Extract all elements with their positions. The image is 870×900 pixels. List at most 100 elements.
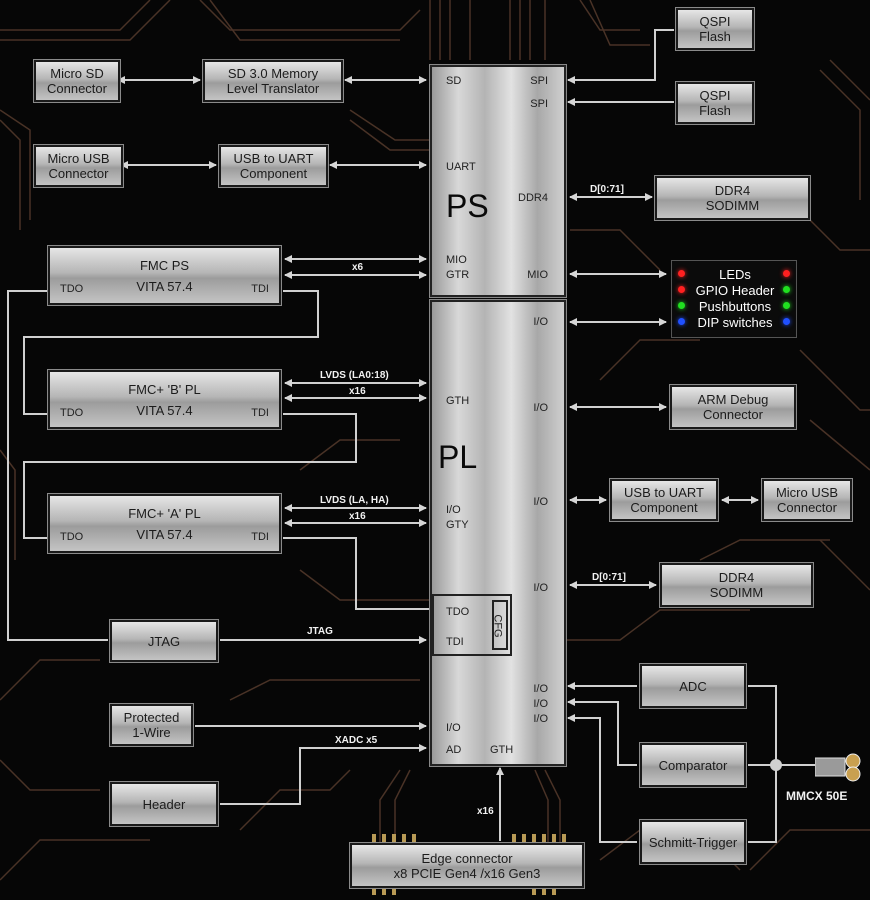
pin-tdi: TDI — [446, 636, 464, 648]
bus-label-jtag: JTAG — [307, 626, 333, 637]
pin-io-adc-1: I/O — [533, 683, 548, 695]
usb-uart-left-line2: Component — [239, 166, 308, 181]
pin-mio-left: MIO — [446, 254, 467, 266]
fmc-ps-block: FMC PS VITA 57.4 TDO TDI — [47, 245, 282, 306]
schmitt-trigger-block: Schmitt-Trigger — [639, 819, 747, 865]
fmc-b-block: FMC+ 'B' PL VITA 57.4 TDO TDI — [47, 369, 282, 430]
pin-io-adc-3: I/O — [533, 713, 548, 725]
usb-uart-right: USB to UART Component — [609, 478, 719, 522]
micro-sd-line2: Connector — [47, 81, 107, 96]
mmcx-label: MMCX 50E — [786, 789, 848, 803]
ddr4-sodimm-pl: DDR4 SODIMM — [659, 562, 814, 608]
onewire-block: Protected 1-Wire — [109, 703, 194, 747]
ps-block: SD SPI SPI UART PS DDR4 MIO GTR MIO — [429, 64, 567, 298]
red-led-icon — [678, 286, 685, 293]
fmc-b-tdi: TDI — [251, 407, 269, 419]
qspi-flash-1: QSPI Flash — [675, 7, 755, 51]
arm-debug-line2: Connector — [703, 407, 763, 422]
pin-ddr4: DDR4 — [518, 192, 548, 204]
pin-io-fmca: I/O — [446, 504, 461, 516]
pin-spi-1: SPI — [530, 75, 548, 87]
pin-gtr: GTR — [446, 269, 470, 281]
fmc-a-block: FMC+ 'A' PL VITA 57.4 TDO TDI — [47, 493, 282, 554]
bus-label-lvds-b: LVDS (LA0:18) — [320, 370, 389, 381]
bus-label-x16-b: x16 — [349, 386, 366, 397]
micro-usb-right-line1: Micro USB — [775, 485, 839, 500]
cfg-box: CFG — [492, 600, 508, 650]
bus-label-x16-a: x16 — [349, 511, 366, 522]
edge-connector-line1: Edge connector — [421, 850, 513, 866]
ddr4-sodimm-ps: DDR4 SODIMM — [654, 175, 811, 221]
pin-mio-right: MIO — [527, 269, 548, 281]
adc-label: ADC — [679, 678, 707, 694]
edge-connector-line2: x8 PCIE Gen4 /x16 Gen3 — [393, 865, 541, 881]
micro-usb-connector-left: Micro USB Connector — [33, 144, 124, 188]
pl-block: I/O GTH I/O PL I/O I/O GTY I/O TDO TDI C… — [429, 299, 567, 767]
blue-led-icon — [783, 318, 790, 325]
comparator-label: Comparator — [658, 757, 728, 773]
ps-label: PS — [446, 188, 489, 224]
pin-io-ddr: I/O — [533, 582, 548, 594]
ddr4-pl-line1: DDR4 — [718, 570, 755, 585]
pin-io-adc-2: I/O — [533, 698, 548, 710]
sd-level-translator: SD 3.0 Memory Level Translator — [202, 59, 344, 103]
pin-uart: UART — [446, 161, 476, 173]
comparator-block: Comparator — [639, 742, 747, 788]
pin-spi-2: SPI — [530, 98, 548, 110]
pin-tdo: TDO — [446, 606, 470, 618]
fmc-ps-title: FMC PS — [139, 257, 190, 273]
bus-label-d-ps: D[0:71] — [590, 184, 624, 195]
red-led-icon — [783, 270, 790, 277]
usb-uart-left: USB to UART Component — [218, 144, 329, 188]
fmc-b-std: VITA 57.4 — [136, 402, 193, 418]
edge-fingers — [372, 834, 566, 895]
qspi2-line2: Flash — [699, 103, 731, 118]
pin-io-usb: I/O — [533, 496, 548, 508]
mmcx-connector-icon — [815, 753, 861, 782]
onewire-line2: 1-Wire — [132, 725, 171, 740]
header-label: Header — [142, 796, 186, 812]
fmc-b-title: FMC+ 'B' PL — [128, 381, 201, 397]
fmc-a-title: FMC+ 'A' PL — [128, 505, 201, 521]
usb-uart-right-line2: Component — [630, 500, 698, 515]
green-led-icon — [783, 286, 790, 293]
pin-io-arm: I/O — [533, 402, 548, 414]
ddr4-pl-line2: SODIMM — [709, 585, 764, 600]
pin-io-leds: I/O — [533, 316, 548, 328]
pin-gth-left: GTH — [446, 395, 470, 407]
pl-label: PL — [438, 439, 478, 475]
schmitt-label: Schmitt-Trigger — [648, 834, 738, 850]
qspi1-line1: QSPI — [699, 14, 731, 29]
fmc-a-std: VITA 57.4 — [136, 526, 193, 542]
cfg-label: CFG — [491, 614, 504, 638]
micro-usb-left-line1: Micro USB — [47, 151, 110, 166]
fmc-a-tdi: TDI — [251, 531, 269, 543]
bus-label-x6: x6 — [352, 262, 364, 273]
pin-io-1wire: I/O — [446, 722, 461, 734]
pin-gty: GTY — [446, 519, 469, 531]
arm-debug-line1: ARM Debug — [697, 392, 769, 407]
qspi1-line2: Flash — [699, 29, 731, 44]
green-led-icon — [783, 302, 790, 309]
bus-label-d-pl: D[0:71] — [592, 572, 626, 583]
onewire-line1: Protected — [123, 710, 180, 725]
pushbuttons-label: Pushbuttons — [698, 299, 772, 314]
led-gpio-panel: LEDs GPIO Header Pushbuttons DIP switche… — [671, 260, 797, 338]
qspi2-line1: QSPI — [699, 88, 731, 103]
pcb-traces — [0, 0, 870, 881]
adc-block: ADC — [639, 663, 747, 709]
jtag-block: JTAG — [109, 619, 219, 663]
fmc-ps-std: VITA 57.4 — [136, 278, 193, 294]
fmc-a-tdo: TDO — [60, 531, 84, 543]
config-block: TDO TDI CFG — [432, 594, 512, 656]
pin-sd: SD — [446, 75, 462, 87]
fmc-b-tdo: TDO — [60, 407, 84, 419]
usb-uart-left-line1: USB to UART — [233, 151, 314, 166]
dip-switches-label: DIP switches — [697, 315, 773, 330]
pin-ad: AD — [446, 744, 462, 756]
jtag-label: JTAG — [147, 633, 181, 649]
red-led-icon — [678, 270, 685, 277]
bus-label-xadc: XADC x5 — [335, 735, 378, 746]
blue-led-icon — [678, 318, 685, 325]
